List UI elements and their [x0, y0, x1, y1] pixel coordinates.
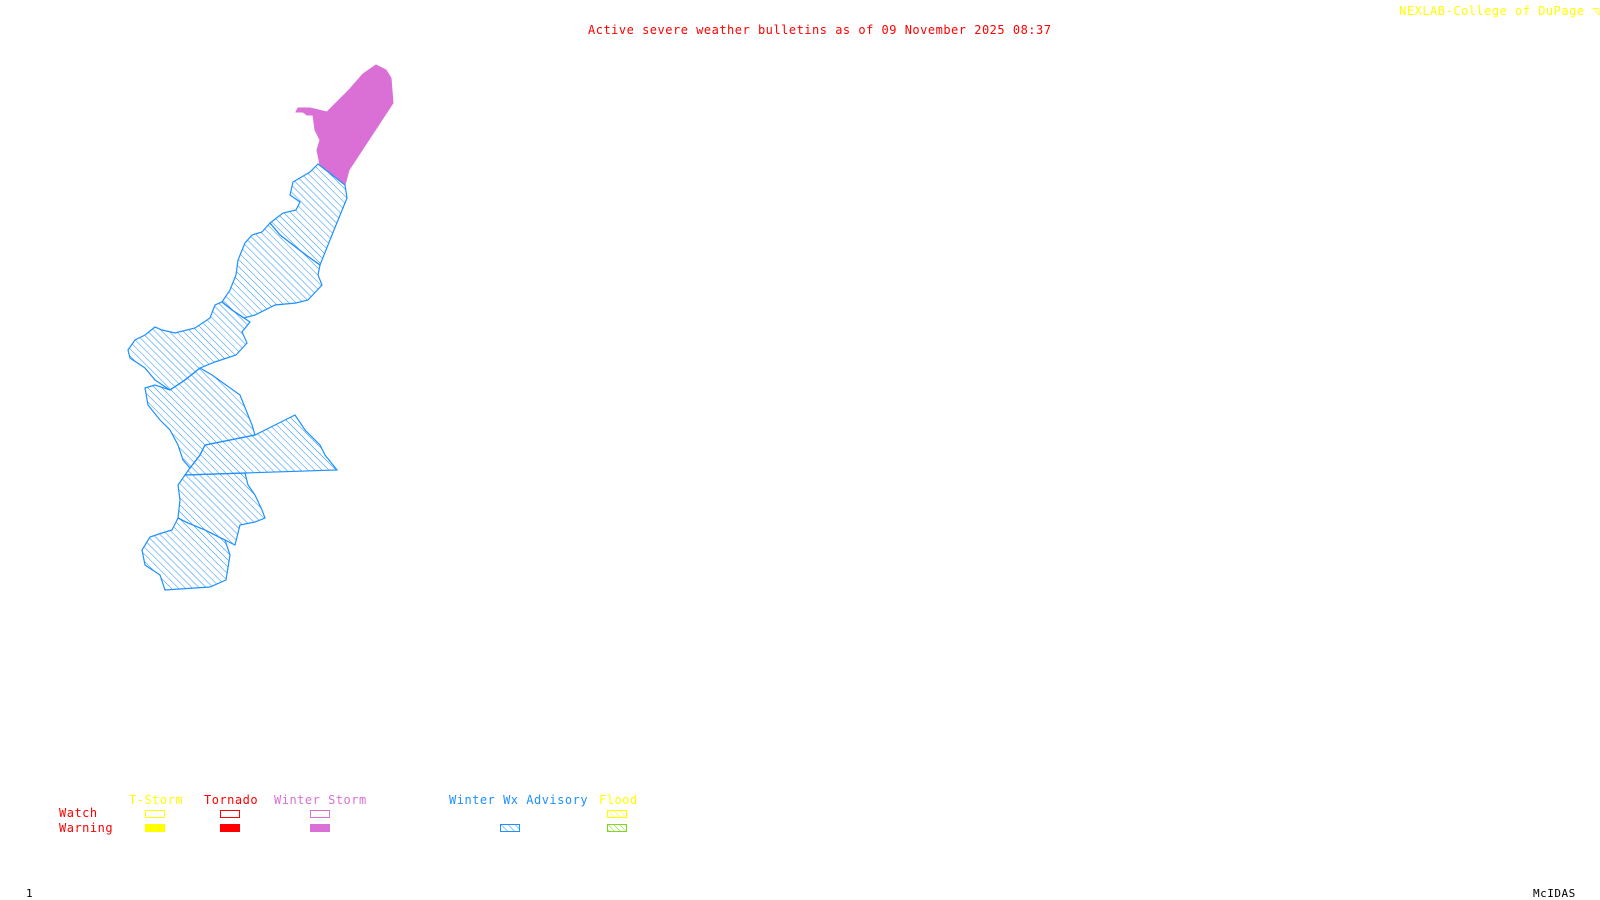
frame-number: 1 — [26, 887, 34, 900]
page-title: Active severe weather bulletins as of 09… — [588, 23, 1052, 37]
legend-tstorm-label: T-Storm — [129, 793, 184, 807]
legend-flood-label: Flood — [599, 793, 638, 807]
winter-wx-advisory-swatch — [500, 824, 520, 832]
tstorm-warning-swatch — [145, 824, 165, 832]
tornado-warning-swatch — [220, 824, 240, 832]
legend-tornado-label: Tornado — [204, 793, 259, 807]
winter-wx-advisory-area[interactable] — [127, 163, 348, 591]
legend-warning-label: Warning — [59, 821, 114, 835]
legend-winter-storm-label: Winter Storm — [274, 793, 367, 807]
credit-label: NEXLAB-College of DuPage ◹ — [1399, 4, 1600, 18]
legend-watch-label: Watch — [59, 806, 98, 820]
legend-winter-wx-advisory-label: Winter Wx Advisory — [449, 793, 589, 807]
flood-warning-swatch — [607, 824, 627, 832]
winter-storm-watch-swatch — [310, 810, 330, 818]
advisory-zone[interactable] — [141, 517, 231, 591]
tornado-watch-swatch — [220, 810, 240, 818]
winter-storm-warning-area[interactable] — [295, 64, 394, 186]
winter-storm-warning-swatch — [310, 824, 330, 832]
advisory-zone[interactable] — [127, 301, 251, 391]
advisory-zone[interactable] — [221, 222, 323, 319]
tstorm-watch-swatch — [145, 810, 165, 818]
software-label: McIDAS — [1533, 887, 1576, 900]
advisory-zone[interactable] — [177, 472, 266, 546]
flood-watch-swatch — [607, 810, 627, 818]
